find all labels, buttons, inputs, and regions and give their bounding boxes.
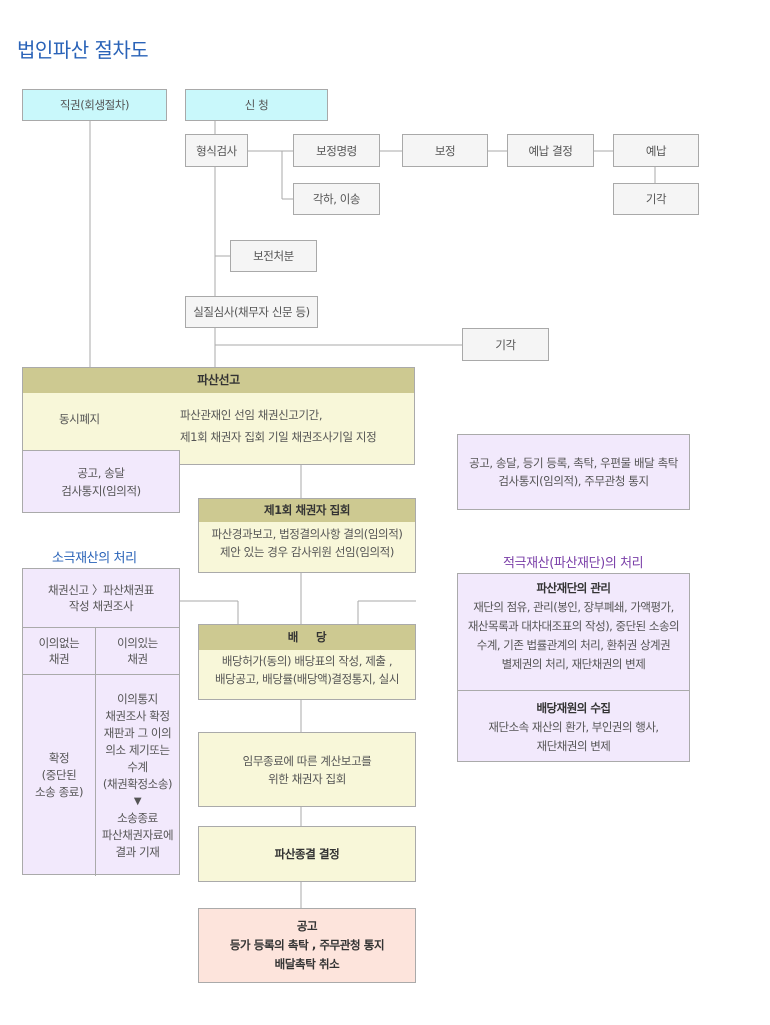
final-meeting-box: 임무종료에 따른 계산보고를 위한 채권자 집회 (198, 732, 416, 807)
confirmation-line-3: 소송 종료) (34, 785, 84, 799)
declaration-box: 파산선고 동시폐지 파산관재인 선임 채권신고기간, 제1회 채권자 집회 기일… (22, 367, 415, 465)
notice-line-1: 공고, 송달 (77, 465, 125, 480)
objection-line-1: 이의있는 (117, 636, 158, 650)
process-line: 의소 제기또는 (105, 742, 170, 757)
final-meeting-line-1: 임무종료에 따른 계산보고를 (242, 753, 372, 768)
process-line: 결과 기재 (115, 844, 160, 859)
process-line: 이의통지 (117, 691, 158, 706)
correction-order-box: 보정명령 (293, 134, 380, 167)
rejection-mid-box: 기각 (462, 328, 549, 361)
declaration-details: 파산관재인 선임 채권신고기간, 제1회 채권자 집회 기일 채권조사기일 지정 (180, 406, 377, 446)
process-line: 채권조사 확정 (105, 708, 170, 723)
dividend-header: 배 당 (199, 625, 415, 650)
estate-management-title: 파산재단의 관리 (536, 581, 611, 595)
active-assets-box: 파산재단의 관리 재단의 점유, 관리(봉인, 장부폐쇄, 가액평가, 재산목록… (457, 573, 690, 762)
estate-management-line: 재단의 점유, 관리(봉인, 장부폐쇄, 가액평가, (473, 600, 674, 614)
declaration-line-1: 파산관재인 선임 채권신고기간, (180, 408, 323, 422)
dividend-fund-line: 재단소속 재산의 환가, 부인권의 행사, (488, 720, 659, 734)
final-line-3: 배달촉탁 취소 (274, 957, 340, 971)
estate-management-line: 수계, 기존 법률관계의 처리, 환취권 상계권 (476, 638, 671, 652)
confirmation-line-1: 확정 (48, 751, 70, 765)
estate-management-line: 별제권의 처리, 재단채권의 변제 (501, 657, 646, 671)
declaration-header: 파산선고 (23, 368, 414, 393)
dividend-fund-section: 배당재원의 수집 재단소속 재산의 환가, 부인권의 행사, 재단채권의 변제 (458, 691, 689, 756)
page-title: 법인파산 절차도 (17, 38, 149, 62)
dismissal-transfer-box: 각하, 이송 (293, 183, 380, 215)
no-objection-line-1: 이의없는 (38, 636, 80, 650)
simultaneous-abolition-label: 동시폐지 (59, 412, 100, 426)
estate-management-line: 재산목록과 대차대조표의 작성), 중단된 소송의 (467, 619, 680, 633)
passive-top-line-1: 채권신고 〉파산채권표 (48, 583, 154, 597)
process-line: 수계 (127, 759, 148, 774)
first-meeting-header: 제1회 채권자 집회 (199, 499, 415, 522)
active-assets-heading: 적극재산(파산재단)의 처리 (503, 556, 644, 571)
formal-review-box: 형식검사 (185, 134, 248, 167)
final-meeting-line-2: 위한 채권자 집회 (268, 771, 346, 786)
passive-middle-row: 이의없는 채권 이의있는 채권 (23, 628, 179, 675)
final-notice-box: 공고 등가 등록의 촉탁 , 주무관청 통지 배달촉탁 취소 (198, 908, 416, 983)
objection-line-2: 채권 (127, 652, 148, 666)
down-arrow-icon: ▼ (133, 795, 142, 807)
no-objection-line-2: 채권 (48, 652, 70, 666)
process-line: 재판과 그 이의 (103, 725, 172, 740)
substantive-review-box: 실질심사(채무자 신문 등) (185, 296, 318, 328)
first-meeting-box: 제1회 채권자 집회 파산경과보고, 법정결의사항 결의(임의적) 제안 있는 … (198, 498, 416, 573)
passive-top-cell: 채권신고 〉파산채권표 작성 채권조사 (23, 569, 179, 628)
passive-top-line-2: 작성 채권조사 (68, 599, 134, 613)
confirmation-cell: 확정 (중단된 소송 종료) (23, 675, 96, 876)
process-line: (채권확정소송) (102, 776, 173, 791)
right-notice-box: 공고, 송달, 등기 등록, 촉탁, 우편물 배달 촉탁 검사통지(임의적), … (457, 434, 690, 510)
declaration-line-2: 제1회 채권자 집회 기일 채권조사기일 지정 (180, 430, 377, 444)
first-meeting-line-1: 파산경과보고, 법정결의사항 결의(임의적) (211, 527, 403, 541)
termination-box: 파산종결 결정 (198, 826, 416, 882)
right-notice-line-2: 검사통지(임의적), 주무관청 통지 (498, 474, 649, 488)
process-line: 소송종료 (117, 810, 158, 825)
preservation-box: 보전처분 (230, 240, 317, 272)
dividend-line-2: 배당공고, 배당률(배당액)결정통지, 실시 (214, 672, 400, 686)
correction-box: 보정 (402, 134, 488, 167)
estate-management-section: 파산재단의 관리 재단의 점유, 관리(봉인, 장부폐쇄, 가액평가, 재산목록… (458, 574, 689, 691)
first-meeting-line-2: 제안 있는 경우 감사위원 선임(임의적) (220, 545, 394, 559)
ex-officio-box: 직권(회생절차) (22, 89, 167, 121)
objection-process-cell: 이의통지 채권조사 확정 재판과 그 이의 의소 제기또는 수계 (채권확정소송… (96, 675, 179, 876)
application-box: 신 청 (185, 89, 328, 121)
final-line-1: 공고 (296, 919, 318, 933)
final-line-2: 등가 등록의 촉탁 , 주무관청 통지 (229, 938, 385, 952)
dividend-fund-line: 재단채권의 변제 (536, 739, 611, 753)
dividend-fund-title: 배당재원의 수집 (536, 701, 611, 715)
dividend-line-1: 배당허가(동의) 배당표의 작성, 제출 , (221, 654, 393, 668)
confirmation-line-2: (중단된 (41, 768, 77, 782)
notice-line-2: 검사통지(임의적) (61, 483, 141, 498)
no-objection-cell: 이의없는 채권 (23, 628, 96, 674)
rejection-right-box: 기각 (613, 183, 699, 215)
dividend-box: 배 당 배당허가(동의) 배당표의 작성, 제출 , 배당공고, 배당률(배당액… (198, 624, 416, 700)
process-line: 파산채권자료에 (101, 827, 174, 842)
passive-bottom-row: 확정 (중단된 소송 종료) 이의통지 채권조사 확정 재판과 그 이의 의소 … (23, 675, 179, 876)
notice-box: 공고, 송달 검사통지(임의적) (22, 450, 180, 513)
passive-assets-heading: 소극재산의 처리 (52, 551, 137, 566)
deposit-box: 예납 (613, 134, 699, 167)
deposit-decision-box: 예납 결정 (507, 134, 594, 167)
right-notice-line-1: 공고, 송달, 등기 등록, 촉탁, 우편물 배달 촉탁 (469, 456, 678, 470)
objection-cell: 이의있는 채권 (96, 628, 179, 674)
passive-assets-table: 채권신고 〉파산채권표 작성 채권조사 이의없는 채권 이의있는 채권 확정 (… (22, 568, 180, 876)
